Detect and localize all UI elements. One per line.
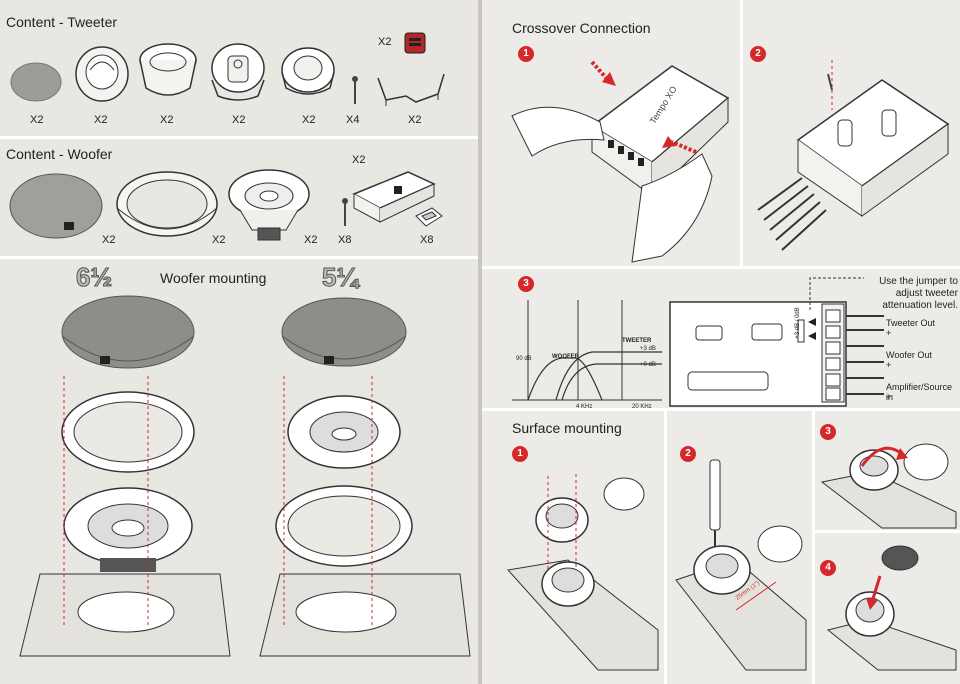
page-gutter	[478, 0, 482, 684]
tweeter-angle-mount-icon	[211, 43, 265, 101]
crossover-step-3: 3	[518, 276, 534, 292]
tweeter-flush-mount-icon	[281, 47, 335, 95]
left-page: Content - Tweeter X2 X2 X2 X2 X2	[0, 0, 478, 684]
woofer-qty-3: X2	[304, 234, 318, 246]
crossover-board-diagram	[669, 301, 847, 407]
graph-ylabel: 90 dB	[516, 356, 532, 362]
surface-mounting-title: Surface mounting	[512, 420, 622, 436]
tweeter-qty-3: X2	[160, 114, 174, 126]
right-page: Crossover Connection 1 Tempo XO 2 3	[482, 0, 960, 684]
tweeter-qty-4: X2	[232, 114, 246, 126]
brand-badge-icon	[404, 32, 426, 54]
crossover-box-icon	[352, 171, 436, 223]
tweeter-grille-icon	[10, 62, 62, 102]
tweeter-plus: +	[886, 328, 892, 338]
woofer-screw-icon	[342, 198, 348, 226]
woofer-grille-icon	[9, 173, 103, 239]
surface-step-3: 3	[820, 424, 836, 440]
tweeter-out-label: Tweeter Out	[886, 318, 936, 328]
woofer-divider	[0, 256, 478, 259]
woofer-6-5-exploded-view	[19, 295, 231, 657]
woofer-5-25-exploded-view	[259, 297, 471, 657]
surface-step-4-illustration	[826, 545, 957, 671]
frequency-response-graph	[512, 300, 662, 401]
tweeter-qty-5: X2	[302, 114, 316, 126]
surface-divider-3	[814, 530, 960, 533]
mounting-bracket-icon	[377, 73, 445, 106]
surface-divider-1	[664, 410, 667, 684]
woofer-mounting-title: Woofer mounting	[160, 270, 267, 286]
tweeter-dome-icon	[75, 46, 129, 102]
crossover-step-1: 1	[518, 46, 534, 62]
crossover-open-box-illustration	[757, 60, 950, 251]
graph-tweeter-label: TWEETER	[622, 338, 652, 344]
crossover-bottom-divider	[482, 266, 960, 269]
woofer-trim-ring-icon	[116, 171, 218, 237]
amplifier-plus: +	[886, 392, 892, 402]
size-6-5-label: 6½	[75, 262, 113, 293]
tweeter-surface-cup-icon	[139, 43, 197, 96]
graph-zero-label: +0 dB	[640, 362, 656, 368]
size-5-25-label: 5¼	[321, 262, 359, 293]
screw-icon	[352, 76, 358, 104]
crossover-quantity: X2	[352, 154, 366, 166]
surface-step-1-illustration	[507, 474, 659, 671]
woofer-driver-icon	[228, 169, 310, 241]
woofer-qty-5: X8	[420, 234, 434, 246]
tweeter-qty-7: X2	[408, 114, 422, 126]
terminal-wires	[846, 315, 884, 395]
surface-step-2: 2	[680, 446, 696, 462]
crossover-connection-title: Crossover Connection	[512, 20, 651, 36]
woofer-qty-1: X2	[102, 234, 116, 246]
crossover-hands-illustration	[511, 60, 730, 263]
surface-step-1: 1	[512, 446, 528, 462]
graph-4khz-label: 4 KHz	[576, 404, 593, 410]
surface-step-3-illustration	[820, 443, 957, 529]
woofer-content-title: Content - Woofer	[6, 146, 113, 162]
jumper-note: Use the jumper to adjust tweeter attenua…	[879, 276, 958, 311]
badge-quantity: X2	[378, 36, 392, 48]
surface-step-2-illustration	[675, 459, 807, 671]
amplifier-in-label: Amplifier/Source in	[886, 382, 953, 402]
crossover-panel-divider	[740, 0, 743, 268]
crossover-step-2: 2	[750, 46, 766, 62]
graph-bottom-divider	[482, 408, 960, 411]
jumper-label: +3 dB / 0dB	[794, 307, 801, 339]
woofer-qty-4: X8	[338, 234, 352, 246]
tweeter-divider	[0, 136, 478, 139]
woofer-out-label: Woofer Out	[886, 350, 932, 360]
adhesive-pad-icon	[415, 207, 443, 227]
tweeter-content-title: Content - Tweeter	[6, 14, 118, 30]
surface-step-4: 4	[820, 560, 836, 576]
graph-woofer-label: WOOFER	[552, 354, 579, 360]
tweeter-qty-6: X4	[346, 114, 360, 126]
graph-plus3-label: +3 dB	[640, 346, 656, 352]
tweeter-qty-1: X2	[30, 114, 44, 126]
woofer-plus: +	[886, 360, 892, 370]
tweeter-qty-2: X2	[94, 114, 108, 126]
woofer-qty-2: X2	[212, 234, 226, 246]
graph-20khz-label: 20 KHz	[632, 404, 652, 410]
jumper-callout-line	[809, 277, 864, 310]
surface-divider-2	[812, 410, 815, 684]
